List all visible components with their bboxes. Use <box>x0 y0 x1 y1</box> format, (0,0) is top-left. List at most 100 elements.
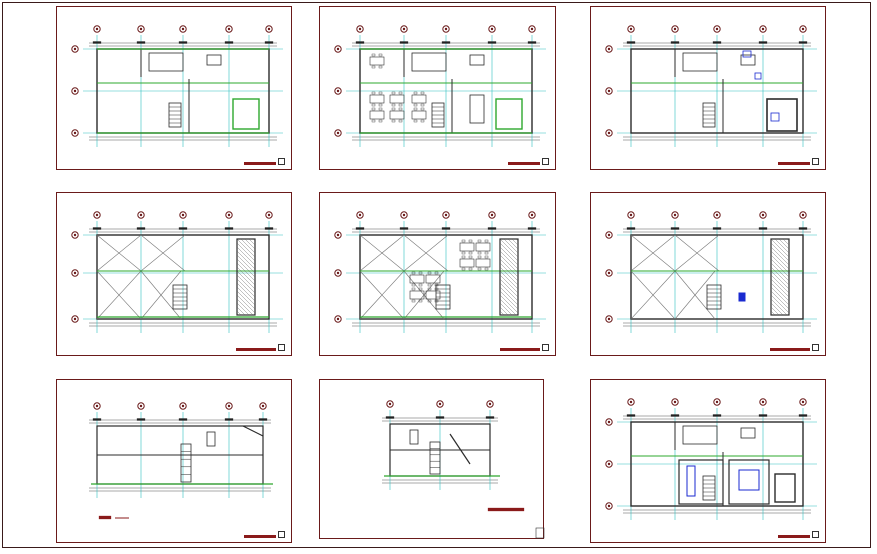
chair-icon <box>411 271 416 275</box>
panel-plan-7[interactable] <box>590 379 826 543</box>
grid-bubble-dot <box>336 47 340 51</box>
chair-icon <box>484 239 489 243</box>
title-block <box>244 157 285 165</box>
section-tag <box>98 515 112 520</box>
chair-icon <box>420 103 425 107</box>
table-icon <box>411 94 427 104</box>
hatch-line <box>770 282 790 302</box>
chair-icon <box>378 65 383 69</box>
toilet-icon <box>740 427 756 439</box>
hatch-line <box>770 306 780 316</box>
hatch-line <box>236 306 246 316</box>
roof-slope <box>242 425 264 437</box>
grid-bubble-dot <box>673 400 677 404</box>
hatch-line <box>499 294 519 314</box>
dimension-text-mark <box>670 414 680 417</box>
fixture-icon <box>738 292 746 302</box>
panel-plan-1[interactable] <box>56 6 292 170</box>
dimension-text-mark <box>626 41 636 44</box>
chair-icon <box>398 91 403 95</box>
panel-plan-5[interactable] <box>319 192 556 356</box>
hatch-line <box>499 250 519 270</box>
panel-plan-6[interactable] <box>590 192 826 356</box>
void-cross-icon <box>140 270 182 320</box>
grid-bubble-dot <box>73 317 77 321</box>
chair-icon <box>427 271 432 275</box>
dimension-text-mark <box>712 414 722 417</box>
chair-icon <box>477 267 482 271</box>
hatch-line <box>499 282 519 302</box>
grid-bubble-dot <box>715 213 719 217</box>
dimension-text-mark <box>355 227 365 230</box>
short-section-drawing <box>382 400 545 539</box>
exterior-wall <box>96 234 270 320</box>
dimension-text-mark <box>441 41 451 44</box>
panel-plan-4[interactable] <box>56 192 292 356</box>
chair-icon <box>468 255 473 259</box>
panel-section-2[interactable] <box>319 379 545 539</box>
title-block <box>778 157 819 165</box>
fixture-icon <box>686 465 696 497</box>
hatch-line <box>248 238 256 246</box>
dimension-text-mark <box>798 41 808 44</box>
dimension-text-mark <box>92 227 102 230</box>
table-icon <box>425 290 441 300</box>
hatch-line <box>507 238 519 250</box>
grid-bubble-dot <box>267 213 271 217</box>
dimension-text-mark <box>136 227 146 230</box>
table-icon <box>409 290 425 300</box>
hatch-line <box>499 238 519 258</box>
table-icon <box>409 274 425 284</box>
void-cross-icon <box>359 270 405 320</box>
grid-bubble-dot <box>761 400 765 404</box>
hatch-line <box>236 286 256 306</box>
hatch-line <box>499 286 519 306</box>
toilet-icon <box>740 54 756 66</box>
grid-bubble-dot <box>530 213 534 217</box>
hatch-line <box>786 238 790 242</box>
dimension-text-mark <box>399 227 409 230</box>
dimension-text-mark <box>712 41 722 44</box>
title-block <box>500 343 549 351</box>
grid-bubble-dot <box>95 404 99 408</box>
hatch-line <box>499 262 519 282</box>
chair-icon <box>484 251 489 255</box>
grid-bubble-dot <box>139 404 143 408</box>
floor-plan-drawing <box>71 25 283 147</box>
dimension-text-mark <box>355 41 365 44</box>
hatch-line <box>499 270 519 290</box>
grid-bubble-dot <box>607 131 611 135</box>
grid-bubble-dot <box>761 27 765 31</box>
dimension-text-mark <box>758 41 768 44</box>
table-icon <box>475 242 491 252</box>
dimension-text-mark <box>798 227 808 230</box>
grid-bubble-dot <box>629 400 633 404</box>
hatch-line <box>770 290 790 310</box>
hatch-line <box>236 246 256 266</box>
panel-section-1[interactable] <box>56 379 292 543</box>
kitchen-counter-icon <box>682 52 718 72</box>
chair-icon <box>468 267 473 271</box>
chair-icon <box>398 107 403 111</box>
panel-plan-3[interactable] <box>590 6 826 170</box>
chair-icon <box>461 267 466 271</box>
hatch-line <box>770 286 790 306</box>
roof-plan-drawing <box>71 211 283 333</box>
void-cross-icon <box>96 270 142 320</box>
chair-icon <box>420 107 425 111</box>
dimension-text-mark <box>435 416 445 419</box>
dimension-text-mark <box>385 416 395 419</box>
grid-bubble-dot <box>73 89 77 93</box>
grid-bubble-dot <box>227 213 231 217</box>
hatch-line <box>236 294 256 314</box>
door-icon <box>206 431 216 447</box>
grid-bubble-dot <box>438 402 442 406</box>
chair-icon <box>461 251 466 255</box>
hatch-line <box>770 238 790 258</box>
hatch-line <box>499 274 519 294</box>
hatch-line <box>499 242 519 262</box>
dimension-text-mark <box>626 227 636 230</box>
hatch-line <box>236 242 256 262</box>
panel-plan-2[interactable] <box>319 6 556 170</box>
table-icon <box>425 274 441 284</box>
